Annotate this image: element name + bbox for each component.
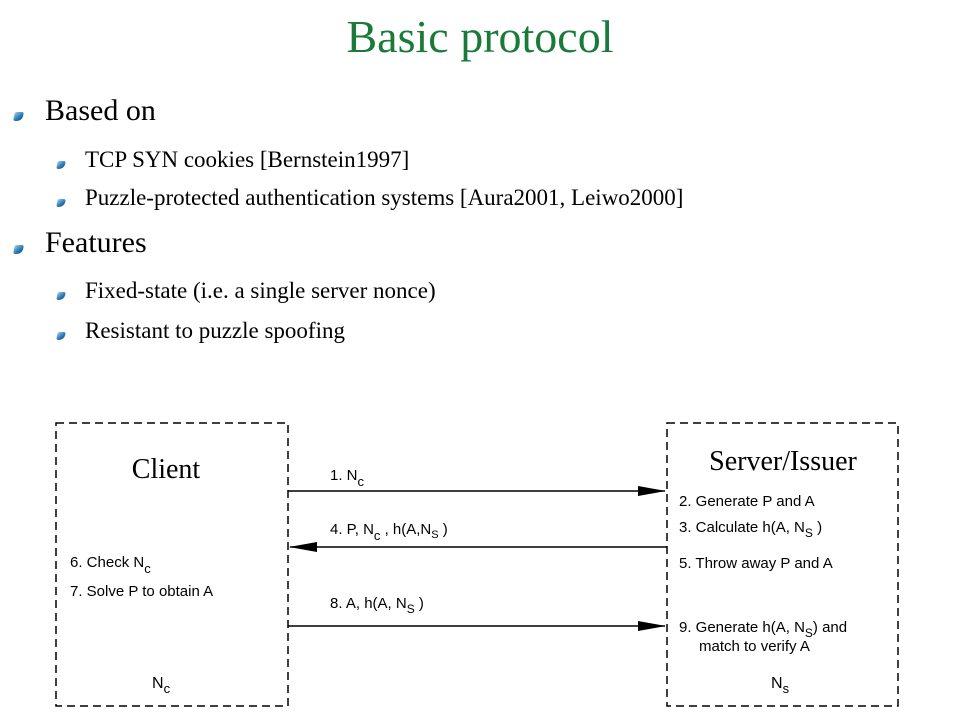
server-box	[666, 422, 899, 707]
client-nonce: Nc	[152, 675, 171, 696]
server-step-9: 9. Generate h(A, NS) and	[679, 619, 847, 640]
sub-bullet-tcp-syn: TCP SYN cookies [Bernstein1997]	[85, 147, 410, 172]
server-label: Server/Issuer	[709, 446, 857, 477]
message-4-label: 4. P, Nc , h(A,NS )	[330, 521, 448, 543]
sub-bullet-puzzle-auth: Puzzle-protected authentication systems …	[85, 185, 684, 210]
server-step-5: 5. Throw away P and A	[679, 555, 833, 572]
server-step-3: 3. Calculate h(A, NS )	[679, 519, 822, 540]
client-step-7: 7. Solve P to obtain A	[70, 583, 213, 600]
bullet-based-on: Based on	[45, 94, 156, 127]
client-box	[55, 422, 289, 707]
server-nonce: Ns	[771, 675, 790, 696]
client-step-6: 6. Check Nc	[70, 554, 151, 576]
sub-bullet-resistant: Resistant to puzzle spoofing	[85, 318, 345, 343]
message-8-label: 8. A, h(A, NS )	[330, 595, 424, 616]
bullet-features: Features	[45, 226, 147, 259]
client-label: Client	[132, 454, 201, 485]
slide-title: Basic protocol	[346, 11, 614, 62]
server-step-9-line2: match to verify A	[699, 638, 810, 655]
server-step-2: 2. Generate P and A	[679, 493, 815, 510]
message-1-label: 1. Nc	[330, 467, 365, 489]
sub-bullet-fixed-state: Fixed-state (i.e. a single server nonce)	[85, 278, 436, 303]
